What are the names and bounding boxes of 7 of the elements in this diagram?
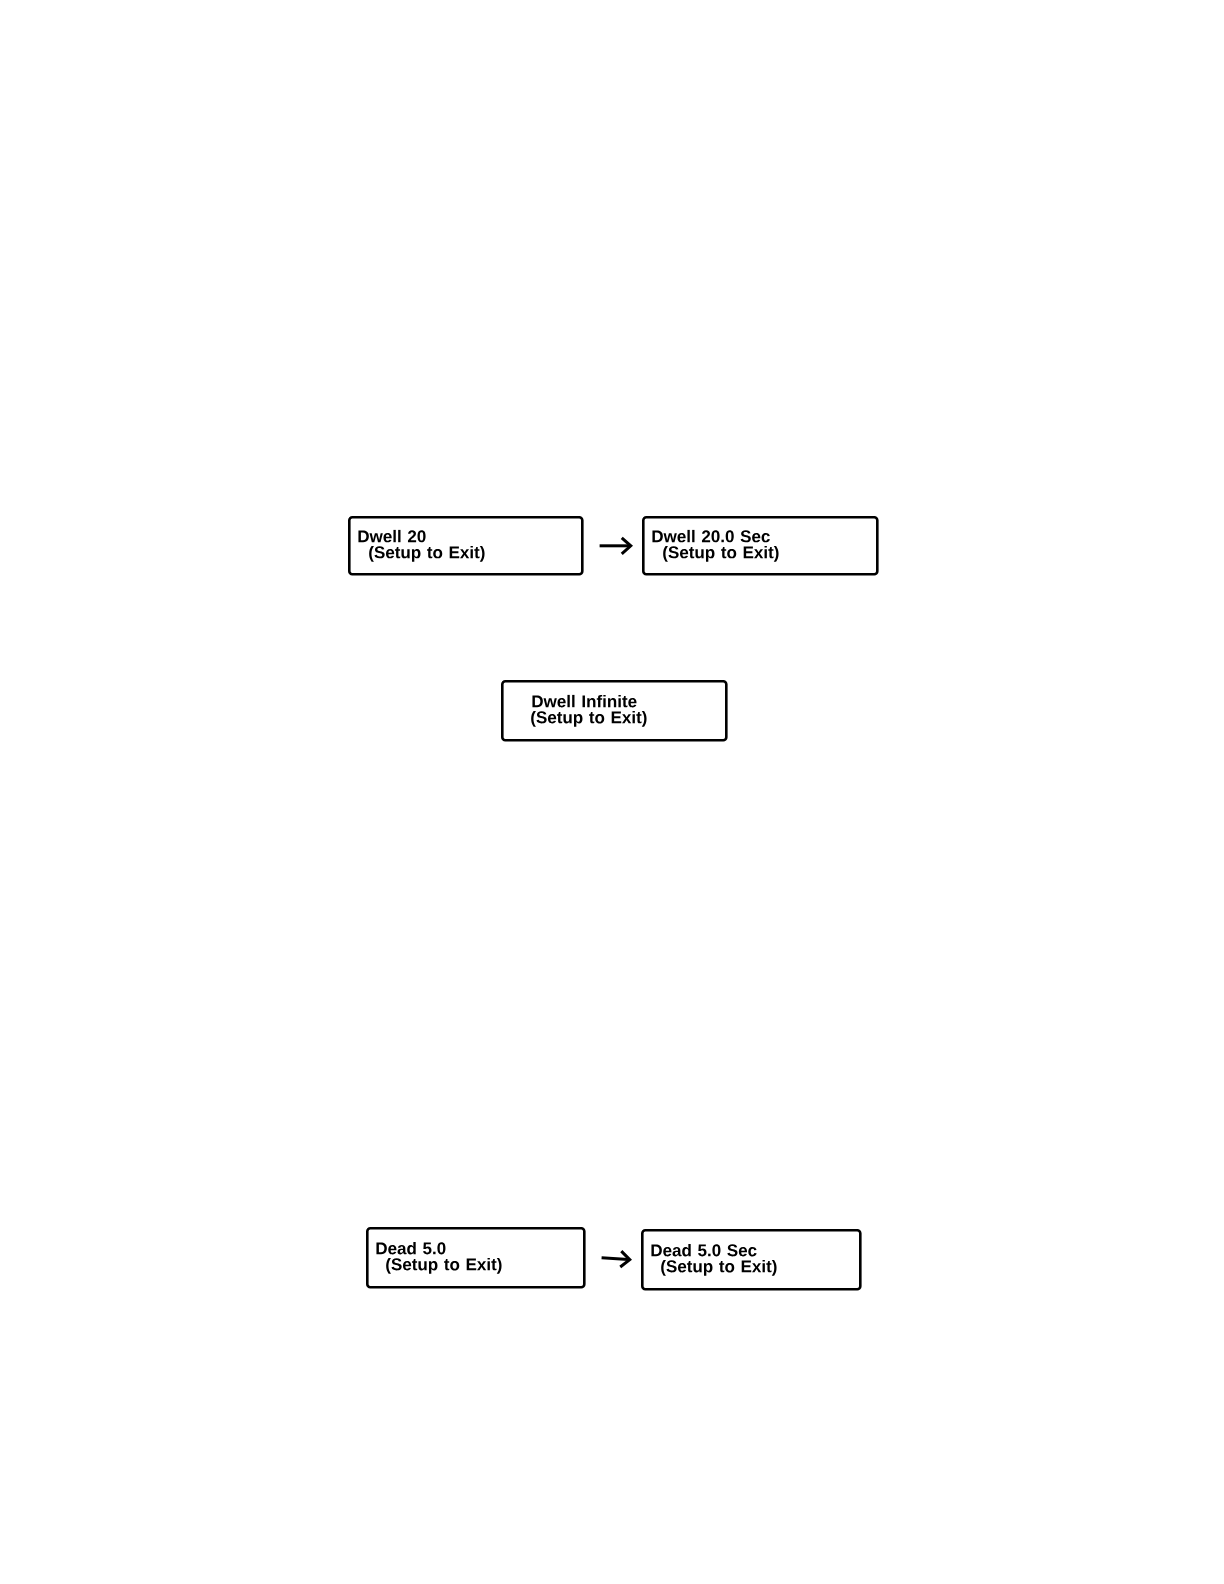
display-box: Dead 5.0 Sec (Setup to Exit) [641, 1229, 862, 1291]
display-box: Dwell 20.0 Sec (Setup to Exit) [642, 516, 879, 576]
arrow [601, 1250, 632, 1269]
arrow [599, 536, 633, 555]
display-box: Dead 5.0 (Setup to Exit) [366, 1227, 586, 1289]
display-box: Dwell 20 (Setup to Exit) [348, 516, 584, 576]
display-box: Dwell Infinite (Setup to Exit) [501, 680, 728, 742]
